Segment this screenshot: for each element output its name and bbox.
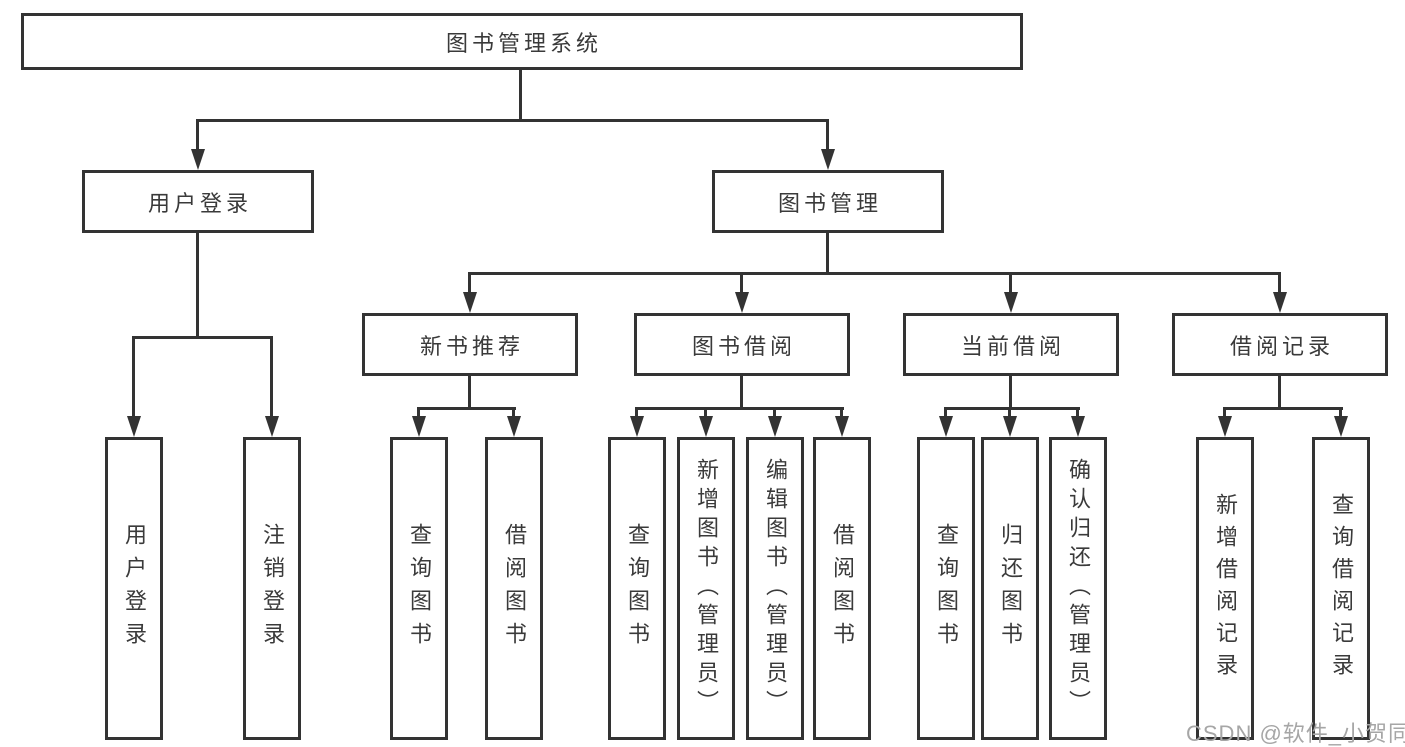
connector-book-management-stem <box>826 233 829 272</box>
connector-user-login-split <box>132 336 273 339</box>
leaf-logout: 注销登录 <box>243 437 301 740</box>
leaf-label: 新增图书（管理员） <box>694 458 719 719</box>
connector-new-book-split <box>417 407 516 410</box>
connector-leaf-stem <box>1278 272 1281 293</box>
connector-root-split <box>196 119 829 122</box>
connector-leaf-stem <box>840 407 843 416</box>
connector-book-management-split <box>468 272 1281 275</box>
leaf-borrow-query-books: 查询图书 <box>608 437 666 740</box>
arrowhead <box>1004 292 1018 313</box>
arrowhead <box>699 416 713 437</box>
leaf-add-borrow-record: 新增借阅记录 <box>1196 437 1254 740</box>
node-root-label: 图书管理系统 <box>445 30 602 56</box>
leaf-label: 归还图书 <box>998 522 1023 655</box>
connector-current-borrow-stem <box>1009 376 1012 407</box>
leaf-label: 借阅图书 <box>502 522 527 655</box>
connector-borrow-records-split <box>1223 407 1343 410</box>
node-book-borrowing: 图书借阅 <box>634 313 850 376</box>
arrowhead <box>1003 416 1017 437</box>
connector-leaf-stem <box>1339 407 1342 416</box>
connector-new-book-stem <box>468 376 471 407</box>
connector-leaf-stem <box>1223 407 1226 416</box>
connector-borrow-records-stem <box>1278 376 1281 407</box>
leaf-add-books-admin: 新增图书（管理员） <box>677 437 735 740</box>
node-book-management-label: 图书管理 <box>777 190 882 216</box>
leaf-label: 新增借阅记录 <box>1213 492 1238 685</box>
leaf-label: 确认归还（管理员） <box>1066 458 1091 719</box>
arrowhead <box>1071 416 1085 437</box>
arrowhead <box>507 416 521 437</box>
leaf-label: 用户登录 <box>122 522 147 655</box>
node-borrowing-records-label: 借阅记录 <box>1229 333 1334 359</box>
leaf-current-query-books: 查询图书 <box>917 437 975 740</box>
leaf-label: 注销登录 <box>260 522 285 655</box>
arrowhead-to-book-management <box>821 149 835 170</box>
arrowhead <box>127 416 141 437</box>
arrowhead <box>463 292 477 313</box>
leaf-return-books: 归还图书 <box>981 437 1039 740</box>
arrowhead <box>265 416 279 437</box>
leaf-edit-books-admin: 编辑图书（管理员） <box>746 437 804 740</box>
node-book-management: 图书管理 <box>712 170 944 233</box>
arrowhead-to-user-login <box>191 149 205 170</box>
arrowhead <box>939 416 953 437</box>
connector-leaf-stem <box>270 336 273 416</box>
connector-book-borrow-stem <box>740 376 743 407</box>
leaf-recommend-query-books: 查询图书 <box>390 437 448 740</box>
leaf-borrow-books: 借阅图书 <box>813 437 871 740</box>
watermark-text: CSDN @软件_小贺同学 <box>1186 721 1405 746</box>
connector-leaf-stem <box>1009 272 1012 293</box>
leaf-recommend-borrow-books: 借阅图书 <box>485 437 543 740</box>
arrowhead <box>1334 416 1348 437</box>
connector-to-user-login-stem <box>196 119 199 150</box>
connector-to-book-management-stem <box>826 119 829 150</box>
arrowhead <box>1218 416 1232 437</box>
arrowhead <box>1273 292 1287 313</box>
arrowhead <box>768 416 782 437</box>
leaf-label: 查询图书 <box>625 522 650 655</box>
node-user-login: 用户登录 <box>82 170 314 233</box>
connector-leaf-stem <box>132 336 135 416</box>
node-root: 图书管理系统 <box>21 13 1023 70</box>
connector-book-borrow-split <box>635 407 844 410</box>
node-current-borrowing: 当前借阅 <box>903 313 1119 376</box>
connector-current-borrow-split <box>944 407 1080 410</box>
node-book-borrowing-label: 图书借阅 <box>691 333 796 359</box>
connector-leaf-stem <box>773 407 776 416</box>
leaf-label: 编辑图书（管理员） <box>763 458 788 719</box>
leaf-label: 查询图书 <box>407 522 432 655</box>
arrowhead <box>412 416 426 437</box>
connector-leaf-stem <box>635 407 638 416</box>
connector-root-stem <box>519 70 522 119</box>
leaf-label: 查询借阅记录 <box>1329 492 1354 685</box>
connector-leaf-stem <box>512 407 515 416</box>
arrowhead <box>835 416 849 437</box>
connector-leaf-stem <box>944 407 947 416</box>
connector-leaf-stem <box>1008 407 1011 416</box>
arrowhead <box>630 416 644 437</box>
node-user-login-label: 用户登录 <box>147 190 252 216</box>
leaf-user-login: 用户登录 <box>105 437 163 740</box>
node-new-book-recommendation: 新书推荐 <box>362 313 578 376</box>
connector-leaf-stem <box>704 407 707 416</box>
connector-leaf-stem <box>740 272 743 293</box>
connector-leaf-stem <box>1076 407 1079 416</box>
leaf-query-borrow-record: 查询借阅记录 <box>1312 437 1370 740</box>
connector-user-login-stem <box>196 233 199 336</box>
leaf-confirm-return-admin: 确认归还（管理员） <box>1049 437 1107 740</box>
arrowhead <box>735 292 749 313</box>
node-new-book-recommendation-label: 新书推荐 <box>419 333 524 359</box>
connector-leaf-stem <box>417 407 420 416</box>
node-current-borrowing-label: 当前借阅 <box>960 333 1065 359</box>
leaf-label: 查询图书 <box>934 522 959 655</box>
connector-leaf-stem <box>468 272 471 293</box>
node-borrowing-records: 借阅记录 <box>1172 313 1388 376</box>
leaf-label: 借阅图书 <box>830 522 855 655</box>
